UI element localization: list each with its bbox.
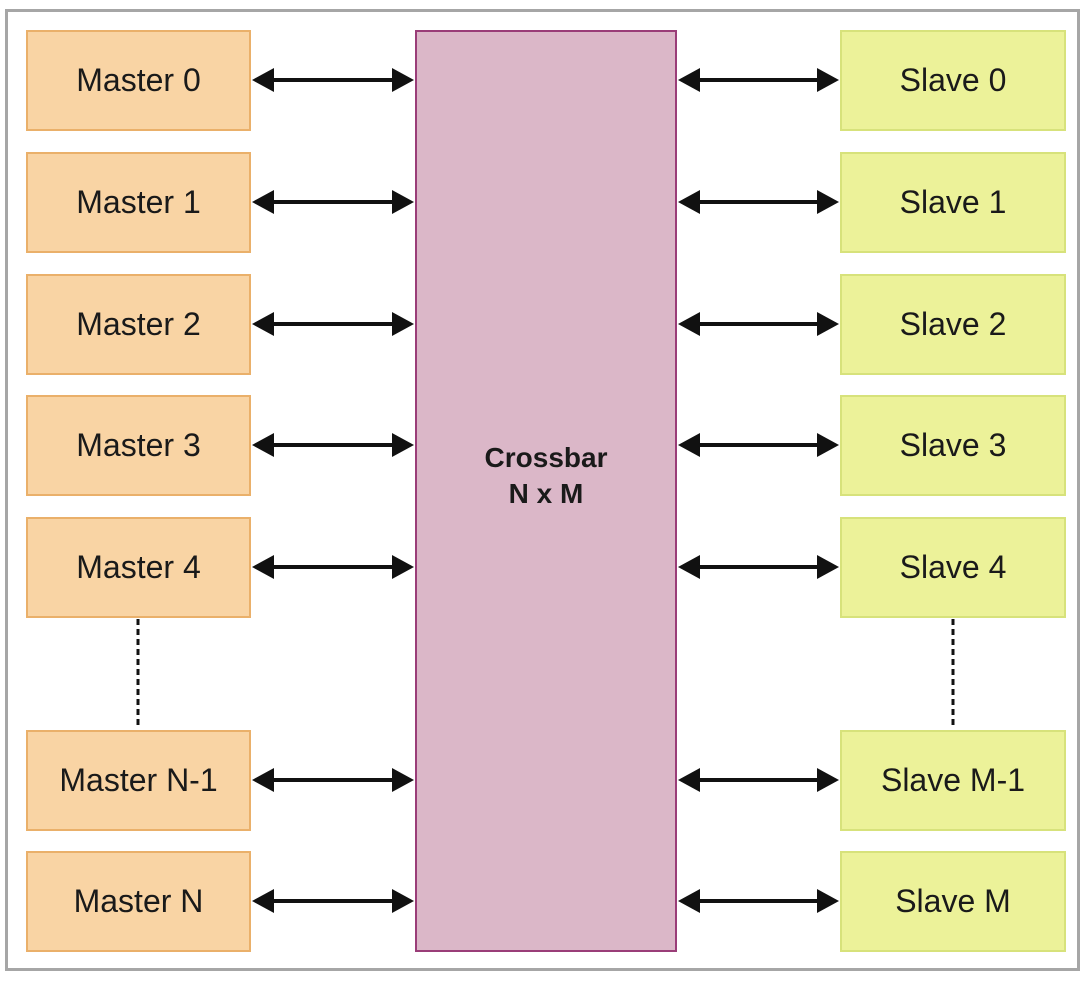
slave-box-0: Slave 0 xyxy=(840,30,1066,131)
slave-box-3: Slave 3 xyxy=(840,395,1066,496)
slave-box-1: Slave 1 xyxy=(840,152,1066,253)
crossbar-block: Crossbar N x M xyxy=(415,30,677,952)
slave-box-4: Slave 4 xyxy=(840,517,1066,618)
slave-box-m: Slave M xyxy=(840,851,1066,952)
crossbar-title: Crossbar xyxy=(484,441,608,473)
master-box-3: Master 3 xyxy=(26,395,251,496)
master-box-4: Master 4 xyxy=(26,517,251,618)
master-box-n: Master N xyxy=(26,851,251,952)
master-box-2: Master 2 xyxy=(26,274,251,375)
crossbar-dimensions: N x M xyxy=(508,478,584,509)
slave-box-m-minus-1: Slave M-1 xyxy=(840,730,1066,831)
crossbar-label: Crossbar N x M xyxy=(485,440,608,513)
slave-box-2: Slave 2 xyxy=(840,274,1066,375)
master-box-0: Master 0 xyxy=(26,30,251,131)
master-box-n-minus-1: Master N-1 xyxy=(26,730,251,831)
master-box-1: Master 1 xyxy=(26,152,251,253)
